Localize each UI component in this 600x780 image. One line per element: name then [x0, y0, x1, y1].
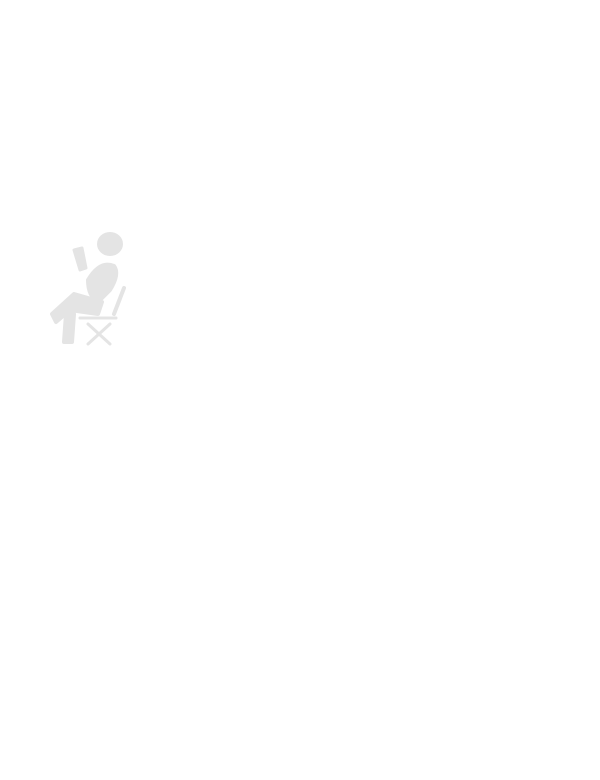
figure-thigh [50, 292, 104, 324]
figure-arm [72, 246, 88, 272]
figure-leg [62, 312, 76, 344]
chair-back [112, 286, 126, 316]
figure-head [97, 232, 123, 256]
chair-leg-right [86, 322, 112, 346]
figure-torso [86, 262, 119, 304]
seated-person-icon [50, 232, 126, 346]
